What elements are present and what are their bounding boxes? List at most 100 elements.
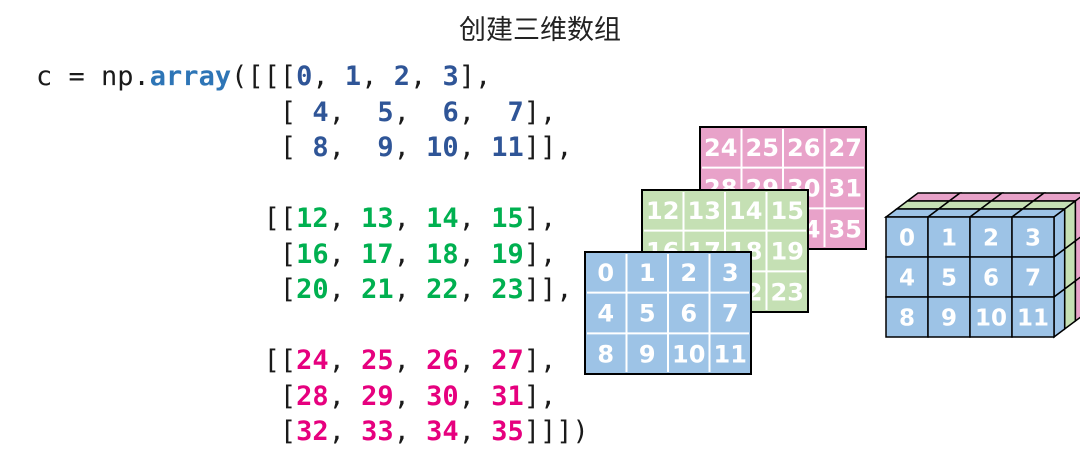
cell-label: 3 — [722, 259, 739, 287]
array-value: 4 — [312, 96, 329, 128]
cube-cell-label: 7 — [1025, 266, 1041, 292]
array-value: 28 — [296, 380, 329, 412]
code-line: [ 4, 5, 6, 7], — [36, 96, 557, 128]
array-value: 24 — [296, 345, 329, 376]
array-value: 3 — [442, 61, 459, 92]
code-line: [20, 21, 22, 23]], — [36, 274, 573, 305]
code-line: [16, 17, 18, 19], — [36, 238, 557, 270]
array-value: 19 — [491, 238, 524, 270]
array-value: 30 — [426, 380, 459, 412]
cell-label: 27 — [829, 134, 862, 162]
array-value: 34 — [426, 416, 459, 447]
cell-label: 7 — [722, 300, 739, 328]
cell-label: 1 — [639, 259, 656, 287]
cell-label: 5 — [639, 300, 656, 328]
stacked-layers: 2425262728293031323334351213141516171819… — [584, 126, 867, 375]
array-value: 2 — [393, 61, 410, 92]
code-line: c = np.array([[[0, 1, 2, 3], — [36, 61, 492, 92]
cell-label: 23 — [771, 278, 804, 306]
cell-label: 8 — [597, 340, 614, 368]
array-value: 1 — [344, 61, 362, 92]
cell-label: 19 — [771, 238, 804, 266]
cell-label: 15 — [771, 197, 804, 225]
array-value: 26 — [426, 345, 459, 376]
cube-cell-label: 4 — [899, 266, 915, 292]
array-value: 0 — [296, 61, 313, 92]
cube-front-cell — [969, 256, 1013, 298]
array-value: 21 — [361, 274, 394, 305]
array-value: 22 — [426, 274, 459, 305]
cell-label: 13 — [688, 197, 721, 225]
cell-label: 11 — [714, 340, 747, 368]
array-value: 11 — [491, 132, 524, 163]
array-value: 23 — [491, 274, 524, 305]
array-value: 6 — [442, 96, 459, 128]
cell-label: 31 — [829, 175, 862, 203]
array-value: 25 — [361, 345, 394, 376]
cube-front-cell — [1011, 296, 1055, 338]
cell-label: 26 — [787, 134, 820, 162]
code-function-name: array — [149, 61, 232, 92]
cell-label: 2 — [680, 259, 697, 287]
array-value: 33 — [361, 416, 394, 447]
cube-cell-label: 8 — [899, 306, 915, 332]
cell-label: 9 — [639, 340, 656, 368]
array-value: 15 — [491, 203, 524, 234]
cell-label: 6 — [680, 300, 697, 328]
cube-front-cell — [885, 256, 929, 298]
cell-label: 14 — [729, 197, 762, 225]
cube-side-cell — [1053, 287, 1066, 339]
cube-cell-label: 9 — [941, 306, 957, 332]
cube-cell-label: 3 — [1025, 226, 1041, 252]
array-value: 18 — [426, 238, 459, 270]
array-value: 7 — [507, 96, 524, 128]
cell-label: 12 — [646, 197, 679, 225]
cube-cell-label: 1 — [941, 226, 957, 252]
array-value: 31 — [491, 380, 524, 412]
cube-front-cell — [927, 296, 971, 338]
array-value: 8 — [312, 132, 329, 163]
array-value: 13 — [361, 203, 394, 234]
array-value: 16 — [296, 238, 329, 270]
cube-side-cell — [1063, 279, 1077, 331]
array-value: 32 — [296, 416, 329, 447]
cube-front-cell — [927, 256, 971, 298]
cube-cell-label: 11 — [1017, 306, 1049, 332]
code-line: [[12, 13, 14, 15], — [36, 203, 557, 234]
array-value: 9 — [377, 132, 394, 163]
cube-cell-label: 10 — [975, 306, 1007, 332]
code-line: [32, 33, 34, 35]]]) — [36, 416, 589, 447]
code-close-paren: ) — [572, 416, 589, 447]
array-value: 35 — [491, 416, 524, 447]
array-value: 12 — [296, 203, 329, 234]
array-value: 27 — [491, 345, 524, 376]
array-value: 29 — [361, 380, 394, 412]
cell-label: 25 — [746, 134, 779, 162]
cube-front-cell — [1011, 256, 1055, 298]
diagram-title: 创建三维数组 — [459, 15, 621, 46]
cell-label: 4 — [597, 300, 614, 328]
cube-cell-label: 5 — [941, 266, 957, 292]
code-block: c = np.array([[[0, 1, 2, 3], [ 4, 5, 6, … — [36, 59, 589, 450]
array-value: 14 — [426, 203, 459, 234]
code-line: [ 8, 9, 10, 11]], — [36, 132, 573, 163]
array-value: 10 — [426, 132, 459, 163]
array-value: 5 — [377, 96, 394, 128]
code-line: [[24, 25, 26, 27], — [36, 345, 557, 376]
code-bracket: [[[ — [247, 61, 297, 92]
cube-cell-label: 2 — [983, 226, 999, 252]
cell-label: 0 — [597, 259, 614, 287]
cell-label: 24 — [704, 134, 737, 162]
code-open-paren: ( — [231, 61, 248, 92]
cell-label: 10 — [672, 340, 705, 368]
cube-cell-label: 0 — [899, 226, 915, 252]
cube-cell-label: 6 — [983, 266, 999, 292]
code-line: [28, 29, 30, 31], — [36, 380, 557, 412]
array-value: 17 — [361, 238, 394, 270]
code-prefix: c = np. — [36, 61, 150, 92]
array-value: 20 — [296, 274, 329, 305]
cell-label: 35 — [829, 215, 862, 243]
